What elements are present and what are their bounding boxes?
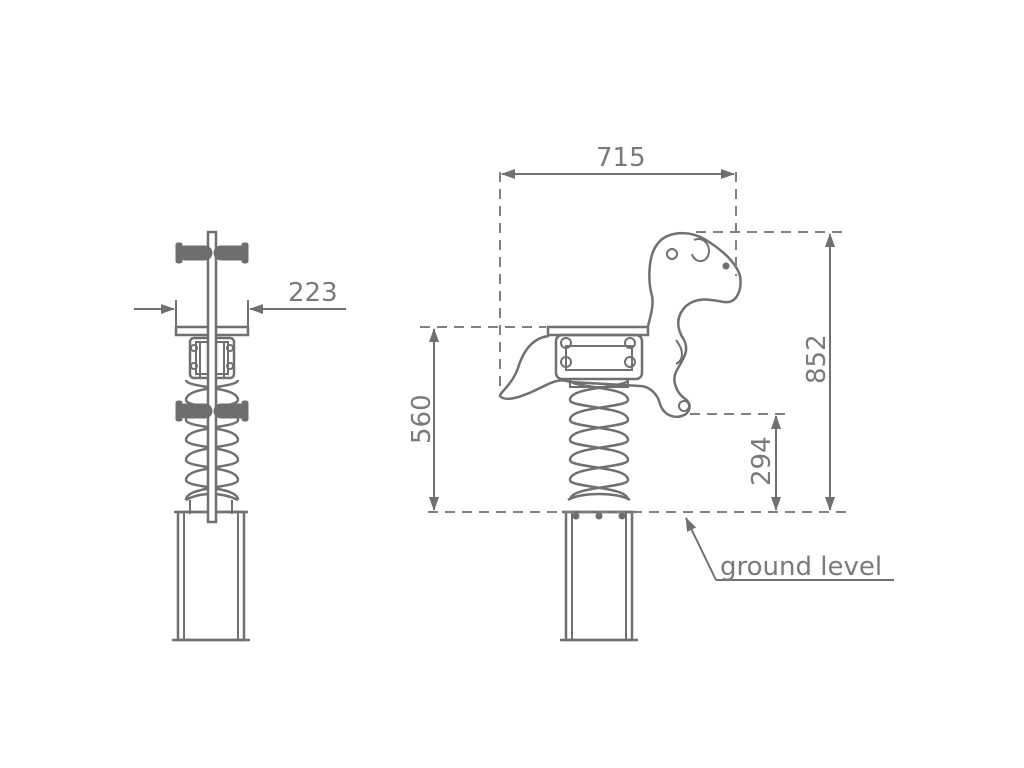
side-seat-plate (546, 325, 650, 337)
dimension-overall-height: 852 (802, 233, 835, 511)
side-spring (567, 378, 631, 502)
front-upper-handle (175, 242, 249, 264)
dimension-overall-length: 715 (501, 143, 735, 179)
front-view: 223 (134, 230, 346, 642)
side-dashed-extents (420, 172, 848, 513)
ground-level-label: ground level (720, 552, 882, 582)
dimension-foot-height-label: 294 (747, 436, 777, 486)
dimension-seat-height: 560 (407, 328, 439, 511)
dimension-overall-length-label: 715 (596, 143, 646, 173)
front-footrest (175, 400, 249, 422)
side-animal-body (498, 232, 742, 418)
ground-level-callout: ground level (685, 517, 894, 582)
dimension-seat-height-label: 560 (407, 394, 437, 444)
dimension-overall-height-label: 852 (802, 334, 832, 384)
dimension-foot-height: 294 (747, 415, 781, 511)
front-base-post (172, 510, 250, 642)
side-base-post (560, 510, 638, 642)
dimension-side-width: 223 (134, 278, 346, 326)
dimension-side-width-label: 223 (288, 278, 338, 308)
side-mount-bracket (554, 333, 644, 388)
side-view: 715 852 560 294 ground level (407, 143, 894, 642)
front-body-plate (206, 230, 218, 524)
side-animal-details (666, 238, 730, 412)
